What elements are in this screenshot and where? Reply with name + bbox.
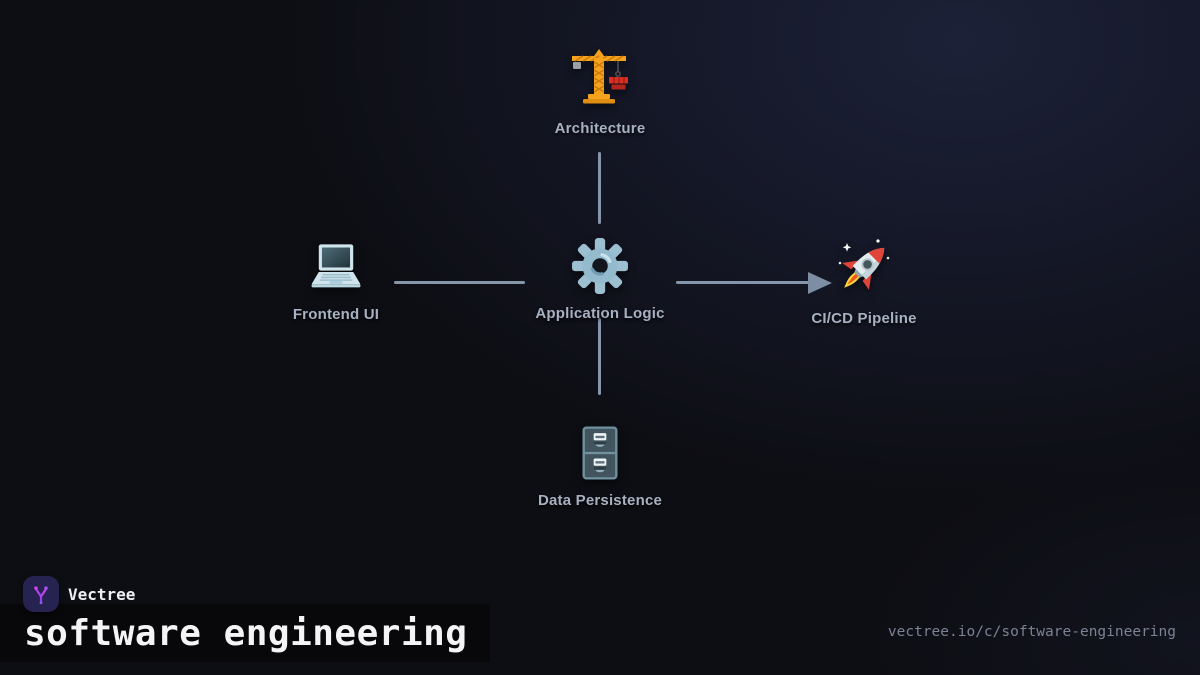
node-label-data-persistence: Data Persistence (537, 492, 663, 509)
watermark-url[interactable]: vectree.io/c/software-engineering (887, 624, 1176, 640)
title-backdrop (0, 604, 490, 662)
node-data-persistence[interactable]: Data Persistence (490, 424, 710, 509)
gear-icon (571, 237, 629, 295)
laptop-icon (307, 238, 365, 296)
vectree-logo-icon (23, 576, 59, 612)
node-cicd-pipeline[interactable]: CI/CD Pipeline (754, 236, 974, 327)
node-application-logic[interactable]: Application Logic (490, 237, 710, 322)
node-label-cicd-pipeline: CI/CD Pipeline (811, 310, 917, 327)
rocket-icon (832, 236, 896, 300)
arrowhead-cicd-icon (808, 271, 832, 294)
node-label-application-logic: Application Logic (535, 305, 665, 322)
file-cabinet-icon (571, 424, 629, 482)
node-frontend-ui[interactable]: Frontend UI (226, 238, 446, 323)
brand-row: Vectree (23, 576, 135, 612)
node-label-frontend-ui: Frontend UI (292, 306, 380, 323)
edge-center-to-data-persistence (598, 318, 601, 395)
edge-center-to-architecture (598, 152, 601, 224)
edge-center-to-cicd-pipeline (676, 281, 809, 284)
brand-name: Vectree (68, 584, 136, 604)
edge-center-to-frontend-ui (394, 281, 525, 284)
crane-icon (568, 46, 632, 110)
node-architecture[interactable]: Architecture (490, 46, 710, 137)
node-label-architecture: Architecture (554, 120, 646, 137)
page-title: software engineering (24, 613, 468, 654)
